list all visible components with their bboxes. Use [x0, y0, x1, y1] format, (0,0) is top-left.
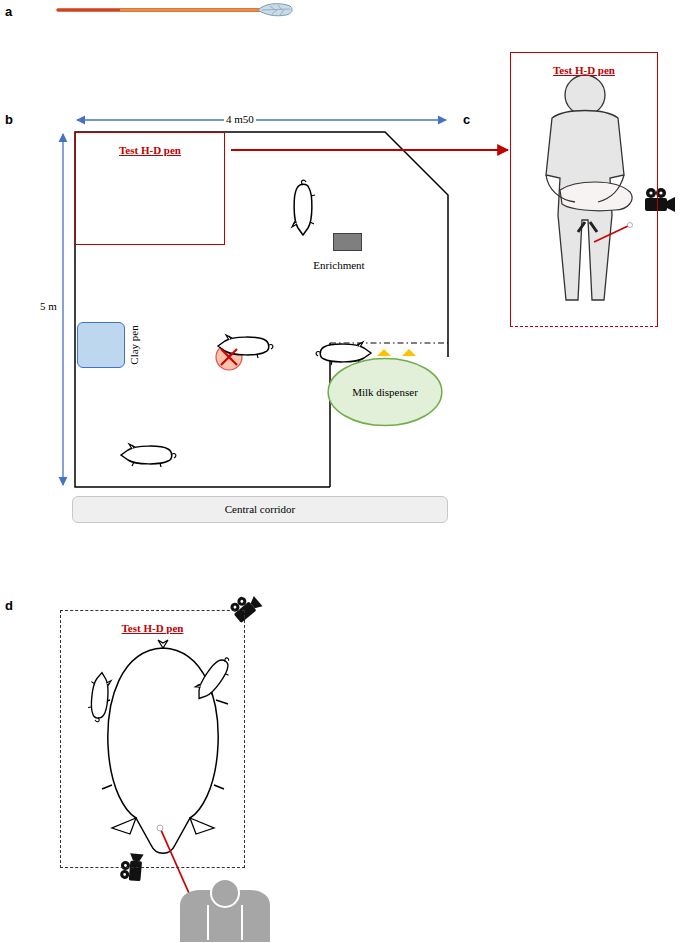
pen-title: Test H-D pen: [122, 622, 184, 635]
node-label: Milk dispenser: [352, 386, 418, 399]
node-label: Central corridor: [225, 503, 296, 516]
test-pen-box: Test H-D pen: [75, 132, 225, 245]
flow-arrow: [231, 149, 508, 151]
test-pen-box: Test H-D pen: [60, 610, 245, 868]
node-label: Clay pen: [128, 325, 141, 364]
dimension-label: 4 m50: [224, 113, 256, 125]
panel-letter: a: [5, 4, 12, 19]
enrichment-block: Enrichment: [305, 232, 373, 272]
test-pen-box: Test H-D pen: [510, 52, 658, 327]
clay-pen: Clay pen: [77, 318, 143, 372]
panel-letter: b: [5, 112, 13, 127]
enrichment-object: [333, 233, 362, 251]
panel-letter: d: [5, 598, 13, 613]
clay-area: [77, 322, 125, 368]
pen-title: Test H-D pen: [553, 64, 615, 77]
corridor-band: Central corridor: [72, 496, 448, 523]
dimension-label: 5 m: [38, 300, 59, 312]
node-label: Enrichment: [313, 259, 364, 272]
milk-dispenser: Milk dispenser: [327, 357, 443, 427]
panel-letter: c: [463, 112, 470, 127]
pen-title: Test H-D pen: [119, 144, 181, 157]
